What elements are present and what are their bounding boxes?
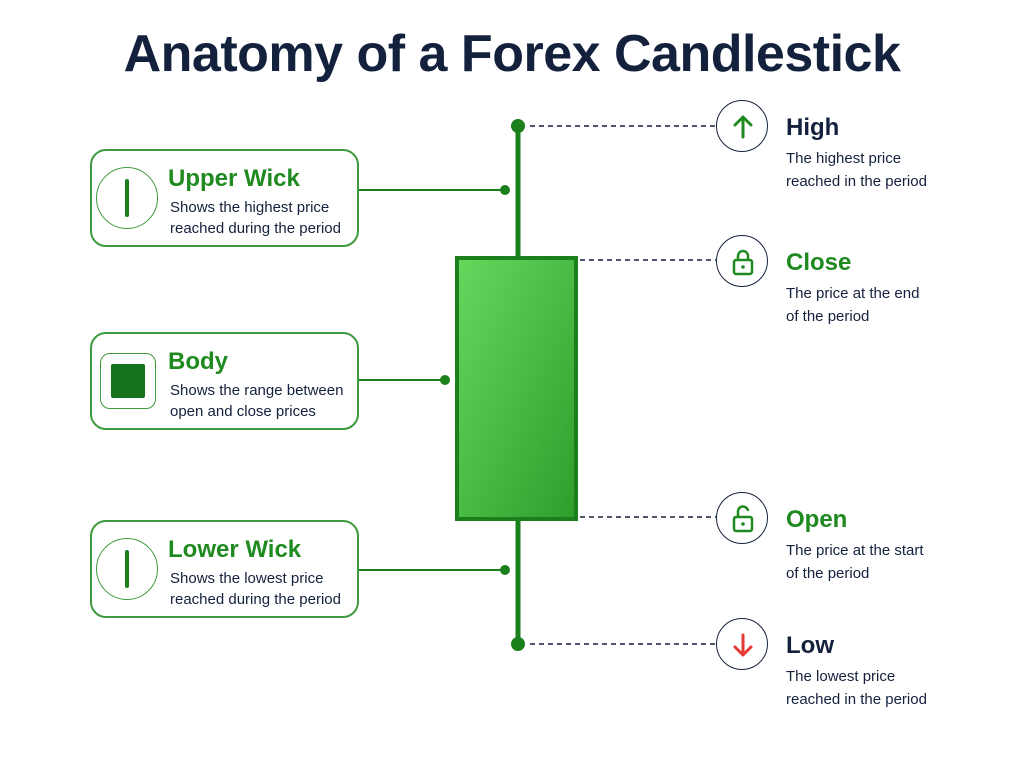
upper-wick-connector-dot: [500, 185, 510, 195]
lower-wick-description: Shows the lowest price reached during th…: [170, 570, 341, 608]
low-description: The lowest price reached in the period: [786, 668, 927, 708]
lower-wick-connector-dot: [500, 565, 510, 575]
unlock-icon: [716, 492, 768, 544]
body-card: Body Shows the range between open and cl…: [90, 332, 359, 430]
upper-wick-card: Upper Wick Shows the highest price reach…: [90, 149, 359, 247]
low-title: Low: [786, 632, 834, 659]
upper-wick-title: Upper Wick: [168, 165, 300, 192]
lock-icon: [716, 235, 768, 287]
lower-wick-card: Lower Wick Shows the lowest price reache…: [90, 520, 359, 618]
high-title: High: [786, 114, 840, 141]
wick-icon: [96, 167, 158, 229]
open-description: The price at the start of the period: [786, 542, 924, 582]
wick-icon: [96, 538, 158, 600]
body-description: Shows the range between open and close p…: [170, 382, 344, 420]
body-connector-dot: [440, 375, 450, 385]
close-title: Close: [786, 249, 852, 276]
page-title: Anatomy of a Forex Candlestick: [123, 25, 901, 83]
body-square-icon: [100, 353, 156, 409]
open-title: Open: [786, 506, 848, 533]
arrow-down-icon: [716, 618, 768, 670]
body-title: Body: [168, 348, 228, 375]
low-point: [511, 637, 525, 651]
high-description: The highest price reached in the period: [786, 150, 927, 190]
high-point: [511, 119, 525, 133]
candle-body: [455, 256, 578, 521]
upper-wick-description: Shows the highest price reached during t…: [170, 199, 341, 237]
lower-wick-title: Lower Wick: [168, 536, 302, 563]
arrow-up-icon: [716, 100, 768, 152]
close-description: The price at the end of the period: [786, 285, 920, 325]
